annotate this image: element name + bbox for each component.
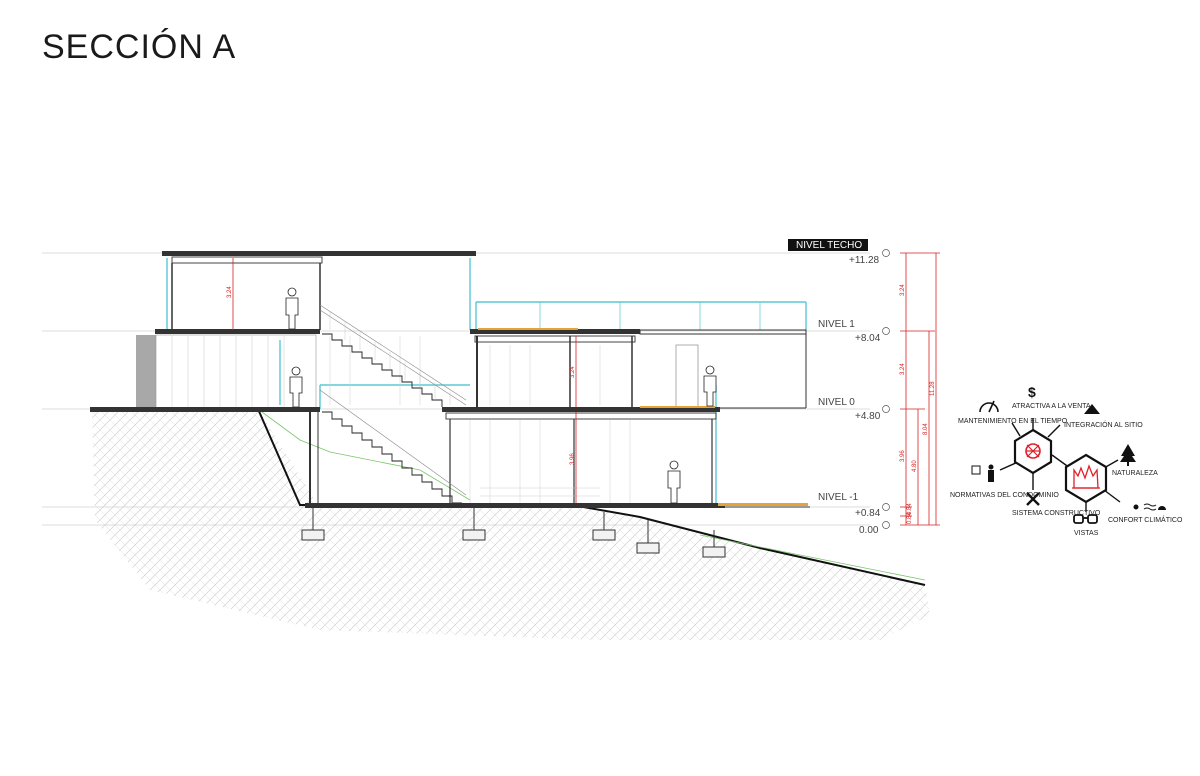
house-structure: [90, 251, 810, 558]
level-value: +0.84: [855, 508, 881, 519]
criterion-label: MANTENIMIENTO EN EL TIEMPO: [958, 418, 1068, 425]
dim-text: 0.84: [907, 512, 913, 524]
mountain-icon: [1084, 404, 1100, 414]
criterion-label: SISTEMA CONSTRUCTIVO: [1012, 510, 1101, 517]
dim-text: 4.80: [912, 460, 918, 472]
dim-text: 3.24: [900, 284, 906, 296]
level-markers: NIVEL TECHO +11.28 NIVEL 1 +8.04 NIVEL 0…: [788, 239, 890, 536]
glasses-icon: [1073, 514, 1098, 524]
dimension-values: 3.24 3.24 3.96 0.84 0.84 4.80 8.04 11.28…: [227, 284, 936, 524]
terrain: [92, 408, 930, 640]
person-icon: [971, 464, 994, 482]
dim-text: 3.96: [570, 453, 576, 465]
dim-text: 3.24: [227, 286, 233, 298]
level-name: NIVEL TECHO: [796, 240, 862, 251]
dim-text: 0.84: [907, 503, 913, 515]
criterion-label: NATURALEZA: [1112, 470, 1158, 477]
criteria-diagram: $ ATRACTIVA A: [950, 384, 1183, 537]
tools-icon: [1026, 492, 1040, 506]
criterion-label: ATRACTIVA A LA VENTA: [1012, 403, 1091, 410]
level-name: NIVEL 0: [818, 397, 855, 408]
level-name: NIVEL -1: [818, 492, 859, 503]
criterion-label: VISTAS: [1074, 530, 1099, 537]
hexagon-site-icon: [1064, 453, 1108, 504]
dim-text: 11.28: [930, 381, 936, 396]
dim-text: 8.04: [923, 423, 929, 435]
level-name: NIVEL 1: [818, 319, 855, 330]
dim-text: 3.24: [900, 363, 906, 375]
dim-text: 3.96: [900, 450, 906, 462]
dollar-icon: $: [1028, 384, 1036, 400]
level-value: 0.00: [859, 525, 879, 536]
weather-icon: [1133, 503, 1166, 511]
tree-icon: [1120, 444, 1136, 466]
criterion-label: CONFORT CLIMÁTICO: [1108, 515, 1183, 524]
level-value: +11.28: [849, 255, 880, 266]
level-value: +4.80: [855, 411, 881, 422]
criterion-label: NORMATIVAS DEL CONDOMINIO: [950, 492, 1059, 499]
level-value: +8.04: [855, 333, 881, 344]
gauge-icon: [979, 400, 999, 413]
page-title: SECCIÓN A: [42, 28, 237, 66]
dim-text: 3.24: [570, 366, 576, 378]
criterion-label: INTEGRACIÓN AL SITIO: [1064, 420, 1143, 429]
dimension-chain: [900, 252, 940, 526]
